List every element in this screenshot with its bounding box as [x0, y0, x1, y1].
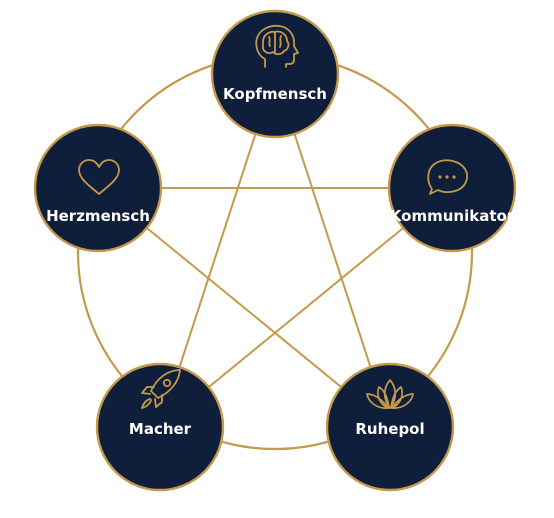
node-herzmensch[interactable]: Herzmensch	[33, 123, 163, 253]
speech-bubble-icon	[427, 159, 468, 195]
node-ruhepol[interactable]: Ruhepol	[325, 362, 455, 492]
node-kommunikator[interactable]: Kommunikator	[387, 123, 517, 253]
node-circle	[325, 362, 455, 492]
node-kopfmensch[interactable]: Kopfmensch	[210, 9, 340, 139]
node-label: Kommunikator	[390, 207, 515, 225]
node-circle	[387, 123, 517, 253]
node-label: Ruhepol	[355, 420, 424, 438]
node-label: Herzmensch	[46, 207, 150, 225]
brain-head-icon	[255, 24, 299, 68]
node-label: Macher	[129, 420, 192, 438]
node-circle	[33, 123, 163, 253]
rocket-icon	[141, 369, 181, 409]
lotus-icon	[366, 379, 414, 409]
node-macher[interactable]: Macher	[95, 362, 225, 492]
heart-icon	[78, 159, 120, 195]
node-label: Kopfmensch	[223, 85, 327, 103]
node-circle	[210, 9, 340, 139]
node-circle	[95, 362, 225, 492]
